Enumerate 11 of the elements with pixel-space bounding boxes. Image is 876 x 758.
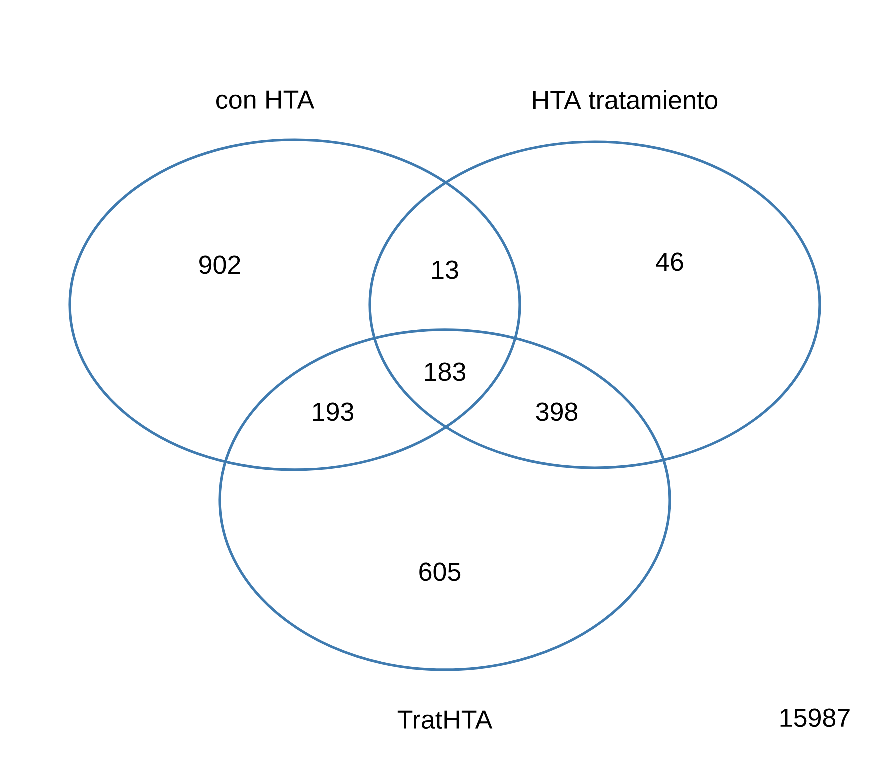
set-label: con HTA xyxy=(216,90,315,110)
region-count: 605 xyxy=(420,562,461,582)
region-count: 46 xyxy=(656,252,684,272)
region-count: 902 xyxy=(200,256,240,274)
region-count: 193 xyxy=(313,402,354,422)
set-label: TratHTA xyxy=(398,710,493,730)
region-count: 398 xyxy=(536,402,578,422)
region-count: 15987 xyxy=(780,708,850,728)
region-count: 13 xyxy=(432,260,458,280)
set-label: HTA tratamiento xyxy=(533,90,718,110)
region-count: 183 xyxy=(425,362,466,382)
